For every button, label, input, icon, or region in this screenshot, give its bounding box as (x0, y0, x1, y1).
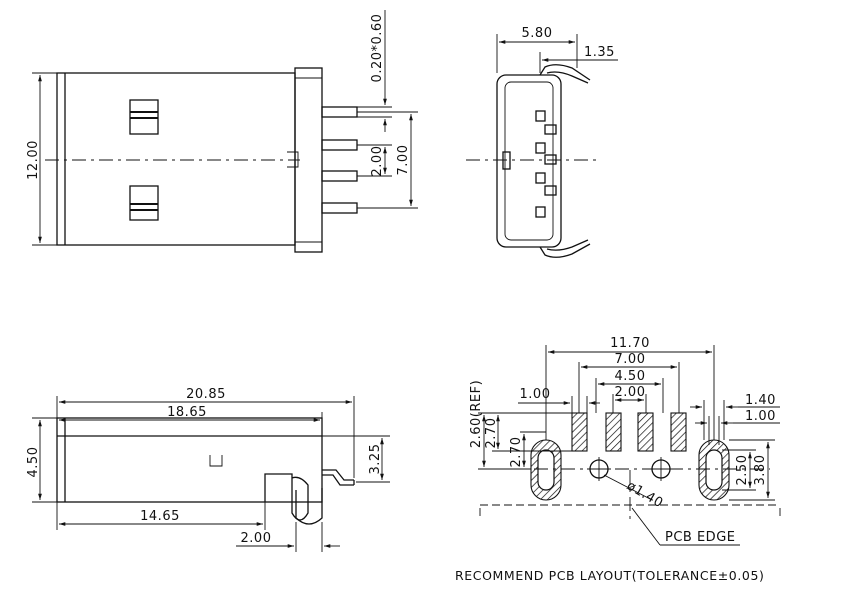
end-body (496, 74, 562, 248)
end-contacts (535, 110, 557, 218)
front-pins (321, 106, 358, 214)
dim-pcb-ref-height: 2.60(REF) (469, 380, 484, 448)
dim-depth: 5.80 (522, 26, 553, 41)
dim-pcb-slot-inner: 2.50 (735, 455, 750, 486)
pcb-layout: 11.70 7.00 4.50 2.00 1.00 1.40 (455, 336, 781, 583)
dim-width: 12.00 (26, 140, 41, 180)
dim-outer-pins: 7.00 (396, 145, 411, 176)
dim-pcb-slot-length: 3.80 (753, 455, 768, 486)
dim-tab-width: 2.00 (241, 531, 272, 546)
pcb-pads (571, 412, 687, 452)
dim-pcb-pad-height-b: 2.70 (509, 437, 524, 468)
dim-body-length: 18.65 (167, 405, 207, 420)
dim-pcb-pad-height-a: 2.70 (484, 418, 499, 449)
dim-pcb-inner-span: 4.50 (615, 369, 646, 384)
dim-pin-pitch: 2.00 (370, 146, 385, 177)
dim-pcb-right-width: 1.40 (745, 393, 776, 408)
dim-shell-tab: 14.65 (140, 509, 180, 524)
lock-window-top (129, 99, 159, 135)
side-view: 20.85 18.65 4.50 3.25 14.65 2.00 (26, 387, 390, 552)
dim-pin-drop: 3.25 (368, 444, 383, 475)
side-body (56, 417, 323, 503)
dim-pcb-pitch: 2.00 (615, 385, 646, 400)
end-view: 5.80 1.35 (466, 26, 618, 258)
dim-pcb-right-inner: 1.00 (745, 409, 776, 424)
dim-clip: 1.35 (584, 45, 615, 60)
dim-total-length: 20.85 (186, 387, 226, 402)
lock-window-bottom (129, 185, 159, 221)
dim-height: 4.50 (26, 447, 41, 478)
dim-pin-size: 0.20*0.60 (370, 14, 385, 83)
pcb-slot-left (530, 439, 562, 501)
dim-pcb-pin-span: 7.00 (615, 352, 646, 367)
pcb-slot-right (698, 439, 730, 501)
pcb-edge-label: PCB EDGE (665, 530, 735, 545)
pcb-layout-caption: RECOMMEND PCB LAYOUT(TOLERANCE±0.05) (455, 568, 765, 583)
dim-pcb-outer: 11.70 (610, 336, 650, 351)
front-view: 12.00 0.20*0.60 2.00 7.00 (26, 10, 418, 253)
dim-pcb-left-offset: 1.00 (520, 387, 551, 402)
front-body (56, 72, 296, 246)
